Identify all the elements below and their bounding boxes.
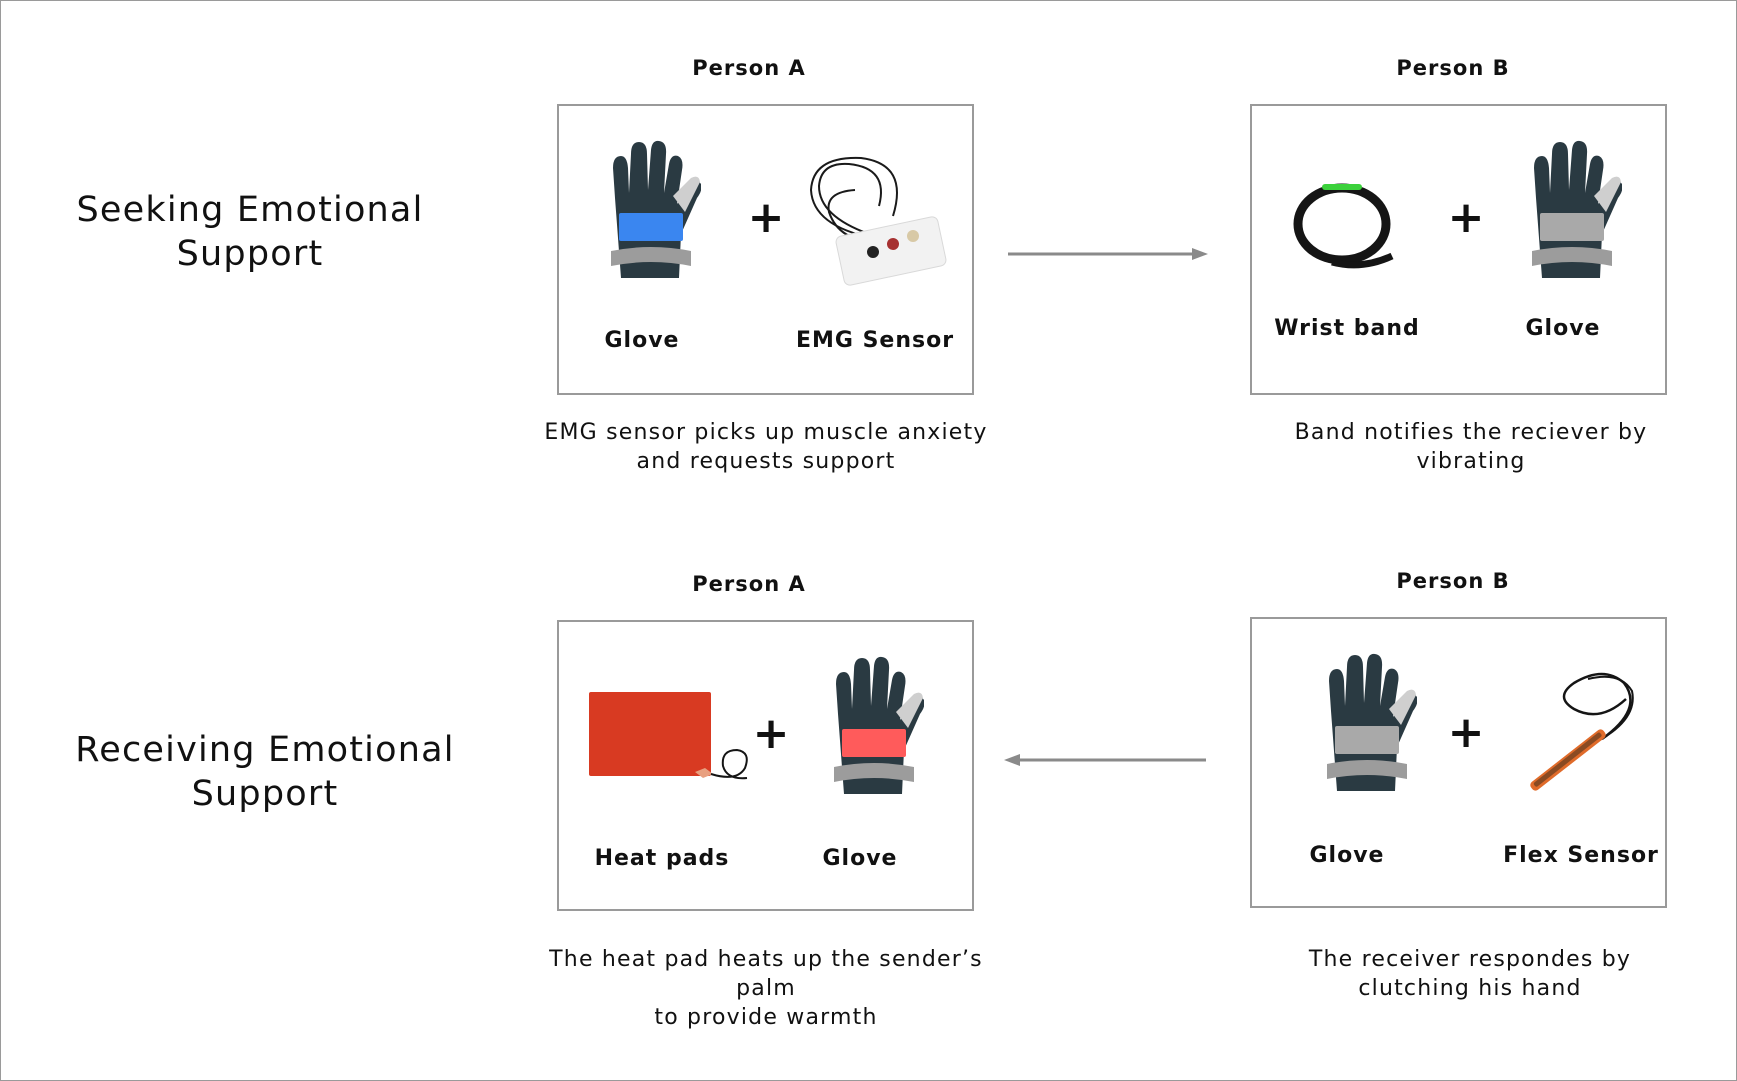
item-label-emg-sensor: EMG Sensor <box>795 328 955 353</box>
item-label-flex-sensor: Flex Sensor <box>1503 843 1659 868</box>
caption-line2: clutching his hand <box>1358 976 1582 1001</box>
item-label-glove: Glove <box>1309 843 1385 868</box>
wrist-band-icon <box>1293 183 1394 269</box>
caption-line1: The heat pad heats up the sender’s palm <box>549 947 983 1001</box>
glove-gray-icon <box>1532 140 1622 278</box>
item-label-wrist-band: Wrist band <box>1274 316 1420 341</box>
item-label-glove: Glove <box>822 846 898 871</box>
plus-icon: + <box>1447 192 1485 243</box>
arrow-left-icon <box>1004 754 1206 766</box>
plus-icon: + <box>747 192 785 243</box>
caption-line2: and requests support <box>636 449 896 474</box>
caption-band: Band notifies the reciever by vibrating <box>1231 418 1711 476</box>
arrow-right-icon <box>1008 248 1208 260</box>
row-title-line1: Receiving Emotional <box>75 730 455 770</box>
plus-icon: + <box>1447 707 1485 758</box>
caption-line1: EMG sensor picks up muscle anxiety <box>544 420 988 445</box>
caption-line2: vibrating <box>1416 449 1526 474</box>
device-box-person-a-seeking: + Glove EMG Sensor <box>557 104 974 395</box>
person-b-label: Person B <box>1396 569 1510 593</box>
row-title-seeking: Seeking Emotional Support <box>70 188 430 276</box>
caption-receiver: The receiver respondes by clutching his … <box>1230 945 1710 1003</box>
item-label-heat-pads: Heat pads <box>594 846 730 871</box>
person-a-label: Person A <box>692 572 806 596</box>
row-title-line2: Support <box>191 774 339 814</box>
heat-pad-icon <box>589 692 748 780</box>
device-box-person-b-seeking: + Wrist band Glove <box>1250 104 1667 395</box>
person-a-label: Person A <box>692 56 806 80</box>
plus-icon: + <box>752 708 790 759</box>
device-box-person-b-receiving: + Glove Flex Sensor <box>1250 617 1667 908</box>
row-title-line2: Support <box>176 234 324 274</box>
glove-red-icon <box>834 656 924 794</box>
caption-heat-pad: The heat pad heats up the sender’s palm … <box>526 945 1006 1032</box>
device-box-person-a-receiving: + Heat pads Glove <box>557 620 974 911</box>
item-label-glove: Glove <box>604 328 680 353</box>
item-label-glove: Glove <box>1525 316 1601 341</box>
row-title-line1: Seeking Emotional <box>76 190 424 230</box>
caption-line1: Band notifies the reciever by <box>1294 420 1648 445</box>
caption-line2: to provide warmth <box>654 1005 878 1030</box>
caption-line1: The receiver respondes by <box>1308 947 1632 972</box>
person-b-label: Person B <box>1396 56 1510 80</box>
glove-gray-icon <box>1327 653 1417 791</box>
flex-sensor-icon <box>1530 672 1634 791</box>
row-title-receiving: Receiving Emotional Support <box>75 728 455 816</box>
caption-emg: EMG sensor picks up muscle anxiety and r… <box>526 418 1006 476</box>
emg-sensor-icon <box>809 156 947 286</box>
glove-blue-icon <box>611 140 701 278</box>
